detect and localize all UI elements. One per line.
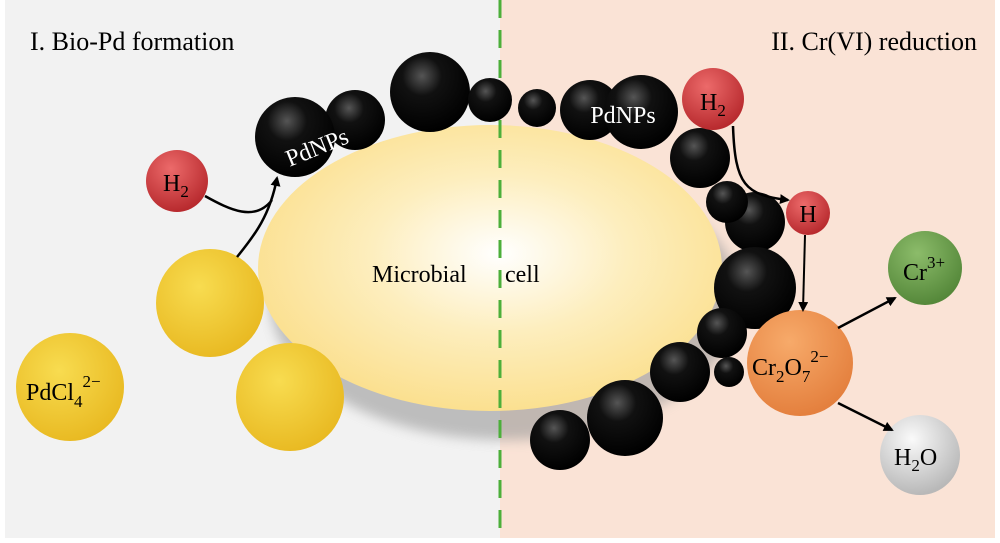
cr3-base: Cr xyxy=(903,260,927,286)
cr3-sup: 3+ xyxy=(927,253,945,272)
pd-nanoparticle xyxy=(468,78,512,122)
pd-nanoparticle xyxy=(325,90,385,150)
h2-sphere-right xyxy=(682,68,744,130)
pdcl4-sphere xyxy=(16,333,124,441)
h2-right-base: H xyxy=(700,90,717,116)
pd-nanoparticle xyxy=(714,247,796,329)
pdcl4-sup: 2− xyxy=(83,372,101,391)
pd-nanoparticle xyxy=(697,308,747,358)
pd-nanoparticle xyxy=(255,97,335,177)
h2o-sphere xyxy=(880,415,960,495)
h2o-b: O xyxy=(920,445,937,471)
cr2o7-sub1: 2 xyxy=(776,367,785,386)
h2-left-sub: 2 xyxy=(180,182,189,201)
left-panel-title: I. Bio-Pd formation xyxy=(30,27,234,56)
cr3-sphere xyxy=(888,231,962,305)
pd-nanoparticle xyxy=(714,357,744,387)
h2-label-left: H2 xyxy=(163,171,189,201)
pd-nanoparticle xyxy=(587,380,663,456)
pd-nanoparticle xyxy=(390,52,470,132)
cr2o7-sup: 2− xyxy=(810,347,828,366)
h2o-a: H xyxy=(894,445,911,471)
h-atom-sphere xyxy=(786,191,830,235)
cr2o7-sub2: 7 xyxy=(802,367,811,386)
pd-nanoparticle xyxy=(650,342,710,402)
right-panel-title: II. Cr(VI) reduction xyxy=(771,27,977,56)
h-atom-label: H xyxy=(799,202,816,228)
h2-left-base: H xyxy=(163,171,180,197)
pdnps-label-right: PdNPs xyxy=(590,103,655,129)
arrow-cr2o7-to-cr3 xyxy=(837,296,897,330)
cr2o7-b: O xyxy=(785,355,802,381)
pd-nanoparticle xyxy=(706,181,748,223)
pd-nanoparticles xyxy=(255,52,796,470)
cell-label: Microbial cell xyxy=(372,262,540,288)
arrow-h2-to-h xyxy=(731,125,790,205)
pdcl4-label: PdCl42− xyxy=(26,372,101,411)
arrow-cr2o7-to-h2o xyxy=(837,401,894,432)
pd-nanoparticle xyxy=(518,89,556,127)
microbial-cell xyxy=(258,125,722,411)
pd-ion-sphere xyxy=(236,343,344,451)
cr3-label: Cr3+ xyxy=(903,253,945,286)
pd-nanoparticle xyxy=(604,75,678,149)
arrow-pdion-to-pdnps xyxy=(236,176,281,258)
h2-label-right: H2 xyxy=(700,90,726,120)
cr2o7-label: Cr2O72− xyxy=(752,347,828,386)
arrow-h2-to-pdnps xyxy=(204,194,273,214)
cr2o7-sphere xyxy=(747,310,853,416)
cell-label-part2: cell xyxy=(505,262,540,288)
cell-label-part1: Microbial xyxy=(372,262,467,288)
h2-sphere-left xyxy=(146,150,208,212)
pdcl4-base: PdCl xyxy=(26,380,74,406)
pd-nanoparticle xyxy=(530,410,590,470)
h2-right-sub: 2 xyxy=(717,101,726,120)
h2o-label: H2O xyxy=(894,445,937,475)
h2o-sub: 2 xyxy=(911,456,920,475)
pd-nanoparticle xyxy=(560,80,620,140)
pd-ion-sphere xyxy=(156,249,264,357)
pd-nanoparticle xyxy=(670,128,730,188)
cr2o7-a: Cr xyxy=(752,355,776,381)
arrow-h-to-cr2o7 xyxy=(798,234,809,312)
pdcl4-sub: 4 xyxy=(74,392,83,411)
